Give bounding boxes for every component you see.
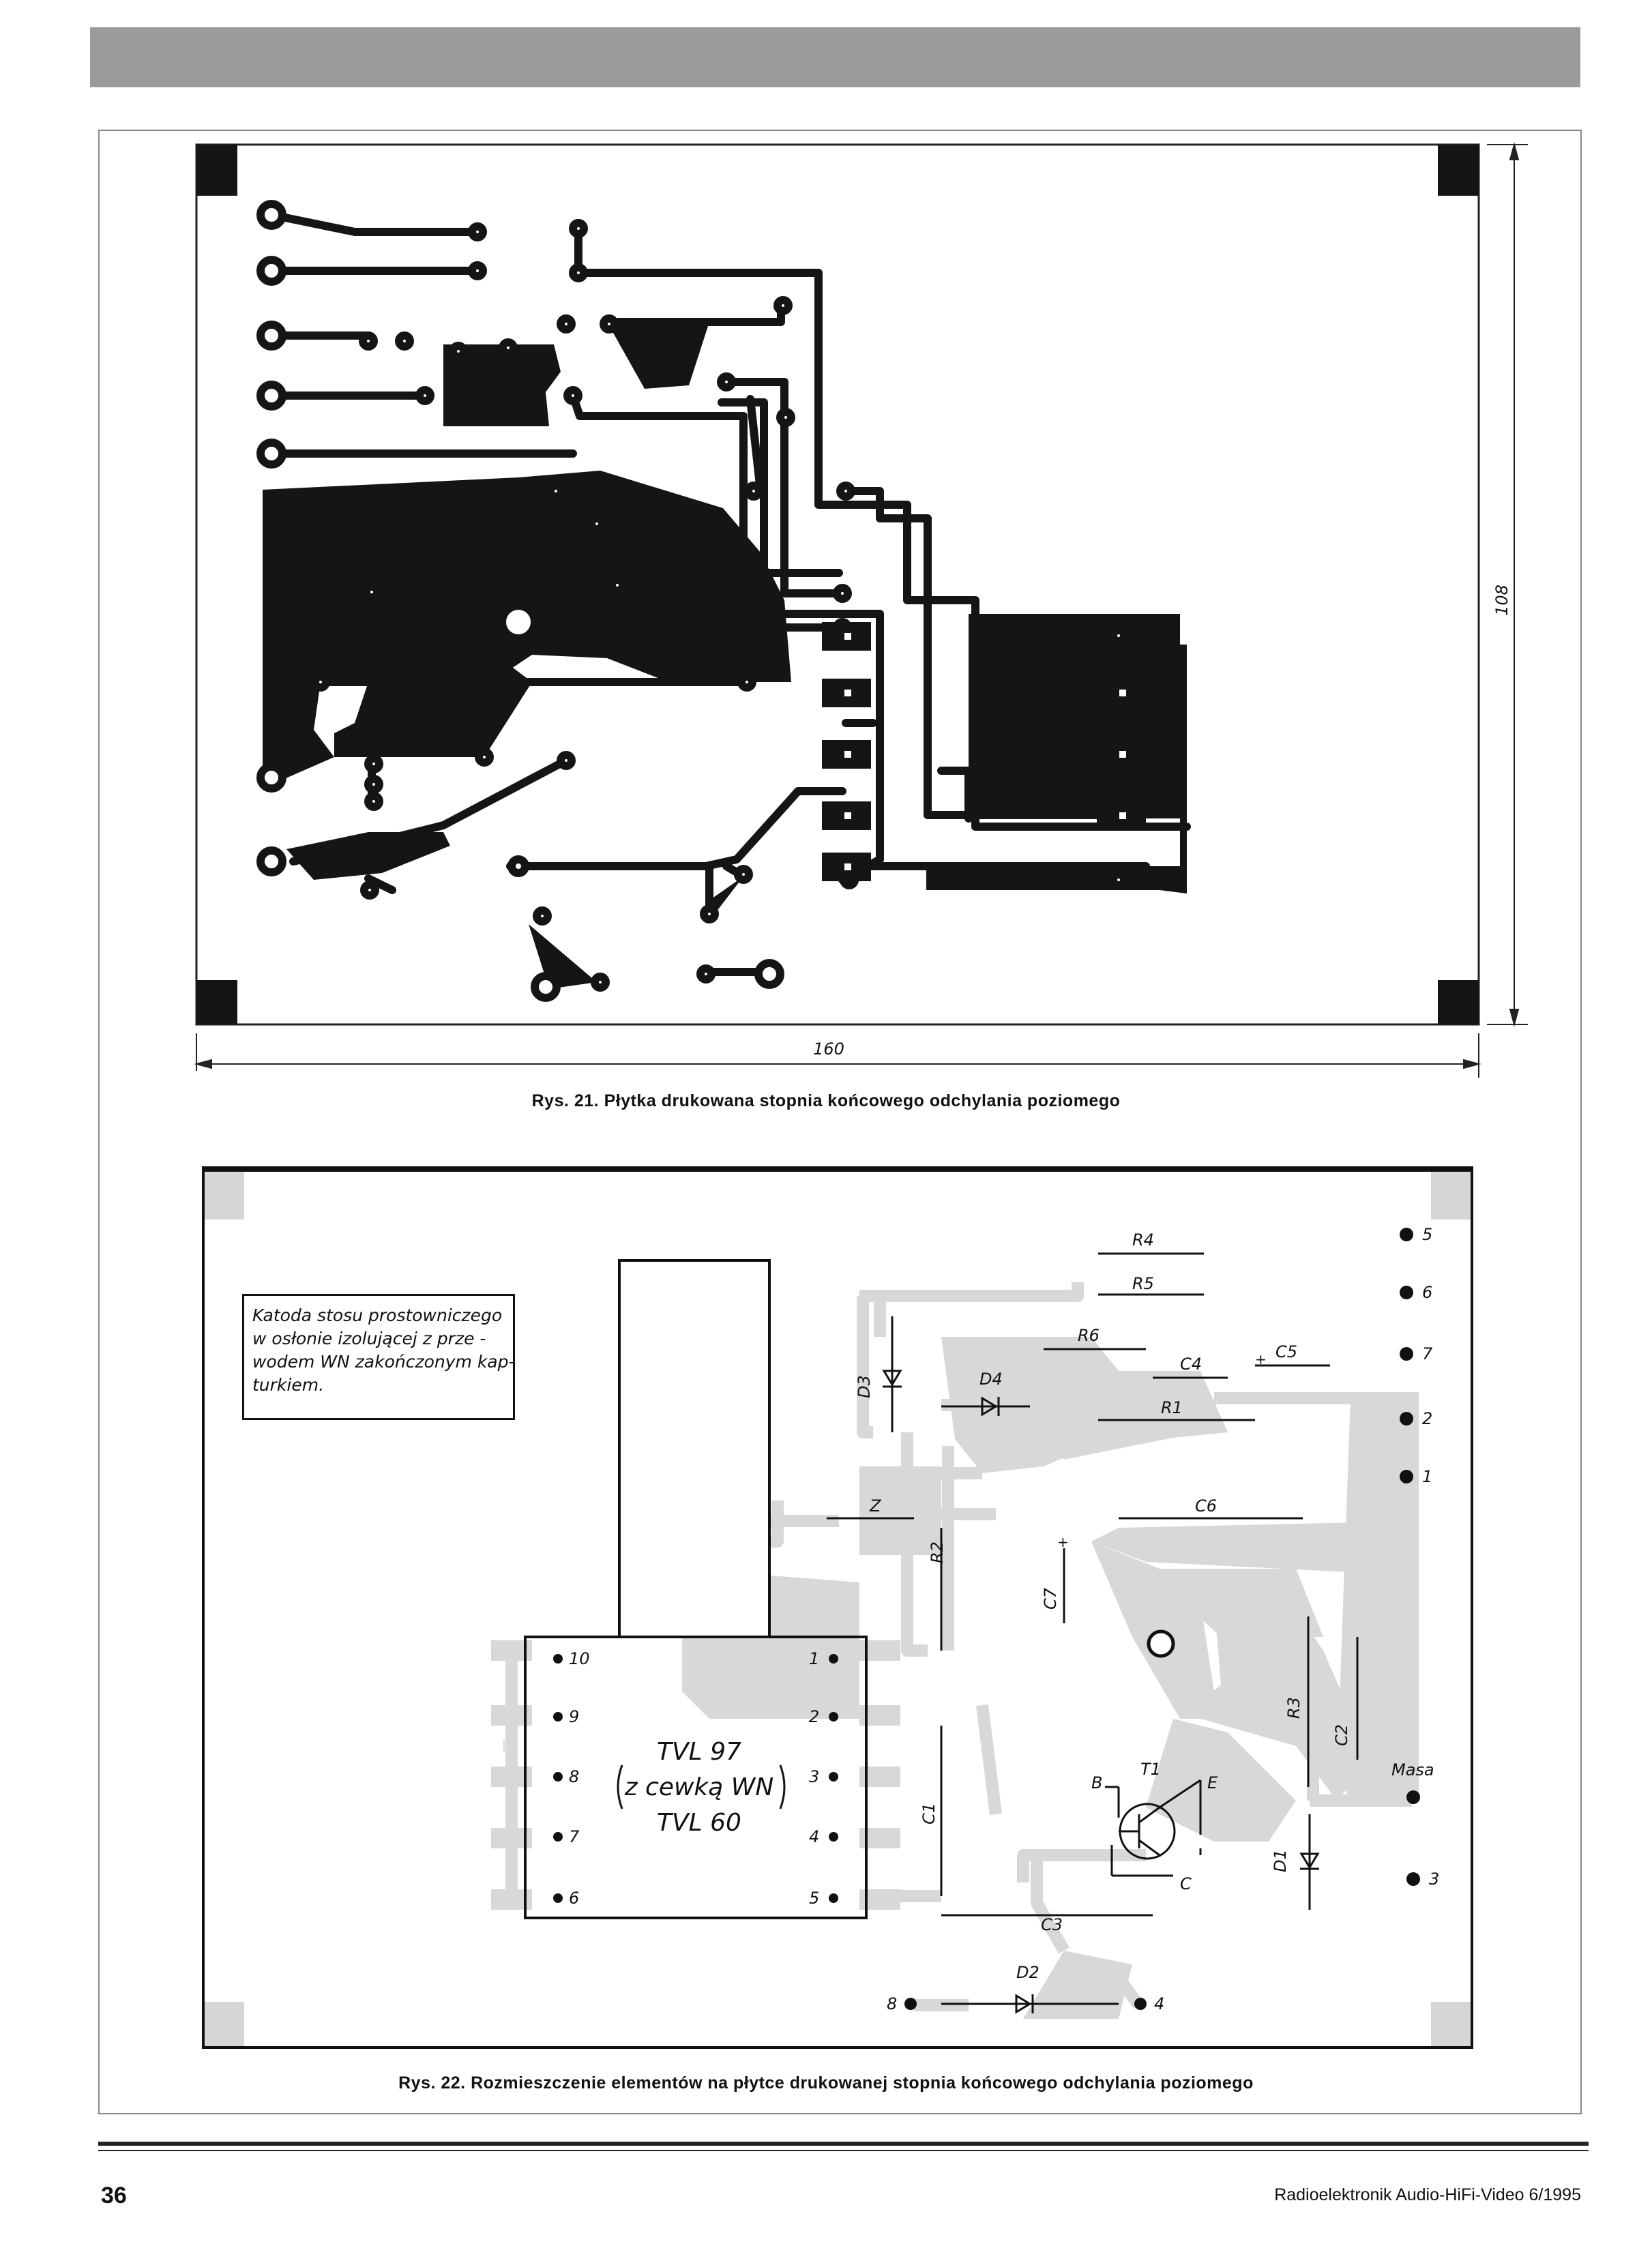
connector-pin-2: 2 [1422, 1409, 1432, 1428]
transformer-pin-3: 3 [809, 1767, 819, 1786]
label-c7: C7 [1041, 1587, 1060, 1610]
label-c3: C3 [1041, 1915, 1063, 1934]
label-d4: D4 [979, 1370, 1003, 1389]
transformer-pin-10: 10 [569, 1649, 590, 1668]
label-c1: C1 [919, 1803, 939, 1824]
transformer-coil-type: TVL 60 [657, 1809, 741, 1837]
transformer-name: TVL 97 [657, 1738, 741, 1766]
label-c: C [1180, 1874, 1192, 1893]
transformer-pin-8: 8 [569, 1767, 579, 1786]
label-e: E [1207, 1773, 1218, 1792]
connector-pin-3: 3 [1429, 1870, 1439, 1889]
label-d2: D2 [1016, 1963, 1039, 1982]
transformer-pin-9: 9 [569, 1707, 579, 1726]
page-number: 36 [101, 2183, 127, 2208]
svg-text:+: + [1057, 1534, 1069, 1550]
svg-text:+: + [1255, 1351, 1267, 1368]
note-line: Katoda stosu prostowniczego [252, 1305, 503, 1325]
label-c5: C5 [1275, 1342, 1297, 1361]
transformer-pin-1: 1 [809, 1649, 819, 1668]
rectifier-note: Katoda stosu prostowniczego w osłonie iz… [242, 1294, 515, 1420]
label-c4: C4 [1180, 1355, 1202, 1374]
label-c2: C2 [1332, 1724, 1351, 1746]
transformer-hv-coil: z cewką WN [624, 1773, 774, 1801]
pcb-layout-figure: 160 108 [194, 142, 1528, 1078]
label-d3: D3 [855, 1375, 874, 1398]
note-line: w osłonie izolującej z prze - [252, 1329, 486, 1348]
transformer-pin-4: 4 [809, 1827, 819, 1846]
label-b: B [1091, 1773, 1102, 1792]
label-r6: R6 [1078, 1326, 1100, 1345]
note-line: turkiem. [252, 1375, 325, 1395]
connector-pin-5: 5 [1422, 1225, 1432, 1244]
transformer-pin-5: 5 [809, 1889, 819, 1908]
label-c6: C6 [1195, 1496, 1217, 1516]
footer-rule [98, 2142, 1589, 2146]
label-r5: R5 [1132, 1274, 1154, 1293]
journal-title: Radioelektronik Audio-HiFi-Video 6/1995 [1274, 2185, 1581, 2204]
figure21-caption: Rys. 21. Płytka drukowana stopnia końcow… [531, 1091, 1121, 1110]
footer-rule-thin [98, 2150, 1589, 2151]
header-band [90, 27, 1580, 87]
transformer-pin-2: 2 [809, 1707, 819, 1726]
connector-pin-8: 8 [887, 1994, 897, 2013]
transformer-pin-7: 7 [569, 1827, 580, 1846]
component-placement-figure: R4 R5 R6 C4 C5 R1 C6 Z D4 C3 D2 T1 B E C… [202, 1166, 1473, 2049]
label-z: Z [869, 1496, 881, 1516]
connector-pin-4: 4 [1154, 1994, 1164, 2013]
page-frame [98, 130, 1582, 2114]
connector-pin-1: 1 [1422, 1467, 1432, 1486]
label-r1: R1 [1161, 1398, 1183, 1417]
connector-pin-6: 6 [1422, 1283, 1432, 1302]
dimension-width: 160 [813, 1039, 844, 1059]
label-d1: D1 [1271, 1849, 1290, 1872]
dimension-height: 108 [1492, 585, 1511, 616]
label-masa: Masa [1391, 1760, 1434, 1779]
label-r4: R4 [1132, 1230, 1154, 1250]
label-r3: R3 [1284, 1697, 1303, 1719]
label-t1: T1 [1140, 1760, 1161, 1779]
note-line: wodem WN zakończonym kap- [252, 1352, 515, 1372]
connector-pin-7: 7 [1422, 1344, 1433, 1363]
label-r2: R2 [928, 1541, 947, 1563]
transformer-pin-6: 6 [569, 1889, 579, 1908]
figure22-caption: Rys. 22. Rozmieszczenie elementów na pły… [398, 2073, 1254, 2093]
